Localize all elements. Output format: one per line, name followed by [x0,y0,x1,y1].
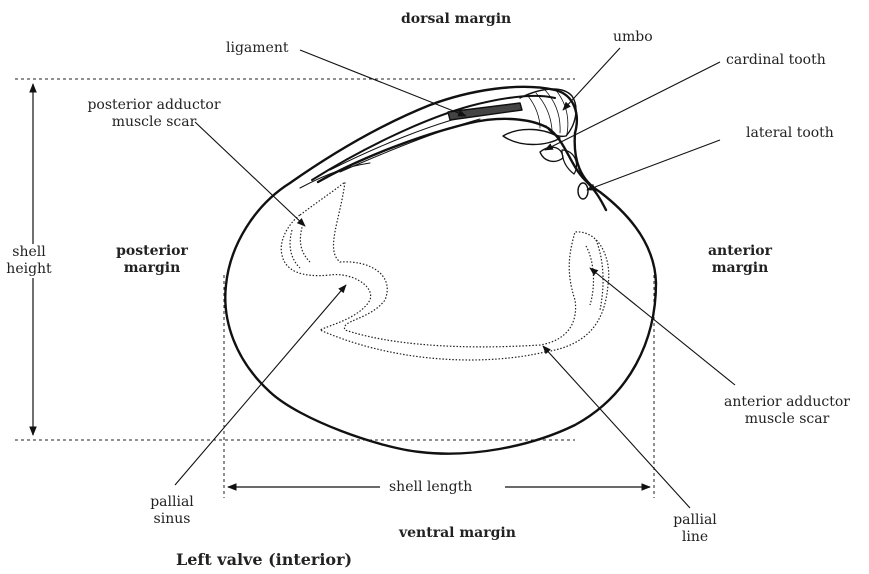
lateral-tooth-leader [587,140,720,190]
lateral-tooth-label: lateral tooth [746,125,834,142]
dorsal-margin-label: dorsal margin [401,11,511,28]
anterior-adductor-line2: muscle scar [712,411,862,428]
pallial-sinus-line1: pallial [132,494,212,511]
anterior-scar-hatch [586,240,603,310]
posterior-margin-line2: margin [112,260,192,277]
cardinal-tooth-leader [545,62,720,150]
shell-length-label: shell length [389,479,472,496]
pallial-sinus-label: pallial sinus [132,494,212,528]
pallial-line-leader [543,346,690,508]
posterior-scar-leader [195,122,305,226]
shell-height-line1: shell [6,244,52,261]
posterior-adductor-line2: muscle scar [63,114,245,131]
anterior-adductor-line1: anterior adductor [712,394,862,411]
ligament-shape [448,103,522,120]
pallial-line-line1: pallial [655,512,735,529]
pallial-line-group [281,182,609,360]
anterior-adductor-label: anterior adductor muscle scar [712,394,862,428]
anterior-margin-label: anterior margin [700,243,780,277]
posterior-adductor-label: posterior adductor muscle scar [63,97,245,131]
pallial-sinus-line2: sinus [132,511,212,528]
anterior-margin-line2: margin [700,260,780,277]
lateral-tooth-shape [578,183,588,199]
ligament-leader [300,50,466,116]
anterior-margin-line1: anterior [700,243,780,260]
posterior-scar-hatch [290,224,310,268]
pallial-line-line2: line [655,529,735,546]
figure-caption: Left valve (interior) [176,550,352,569]
posterior-margin-line1: posterior [112,243,192,260]
shell-height-label: shell height [6,244,52,278]
umbo-leader [563,48,620,110]
posterior-adductor-line1: posterior adductor [63,97,245,114]
shell-height-line2: height [6,261,52,278]
pallial-line-label: pallial line [655,512,735,546]
cardinal-tooth-shape-2 [540,147,563,161]
dashed-guides [15,79,654,498]
pallial-line-path [281,182,609,360]
ventral-margin-label: ventral margin [399,525,516,542]
ligament-label: ligament [226,40,288,57]
posterior-margin-label: posterior margin [112,243,192,277]
pallial-sinus-leader [175,285,346,485]
umbo-label: umbo [613,29,653,46]
cardinal-tooth-label: cardinal tooth [726,52,826,69]
anterior-scar-leader [590,268,735,385]
